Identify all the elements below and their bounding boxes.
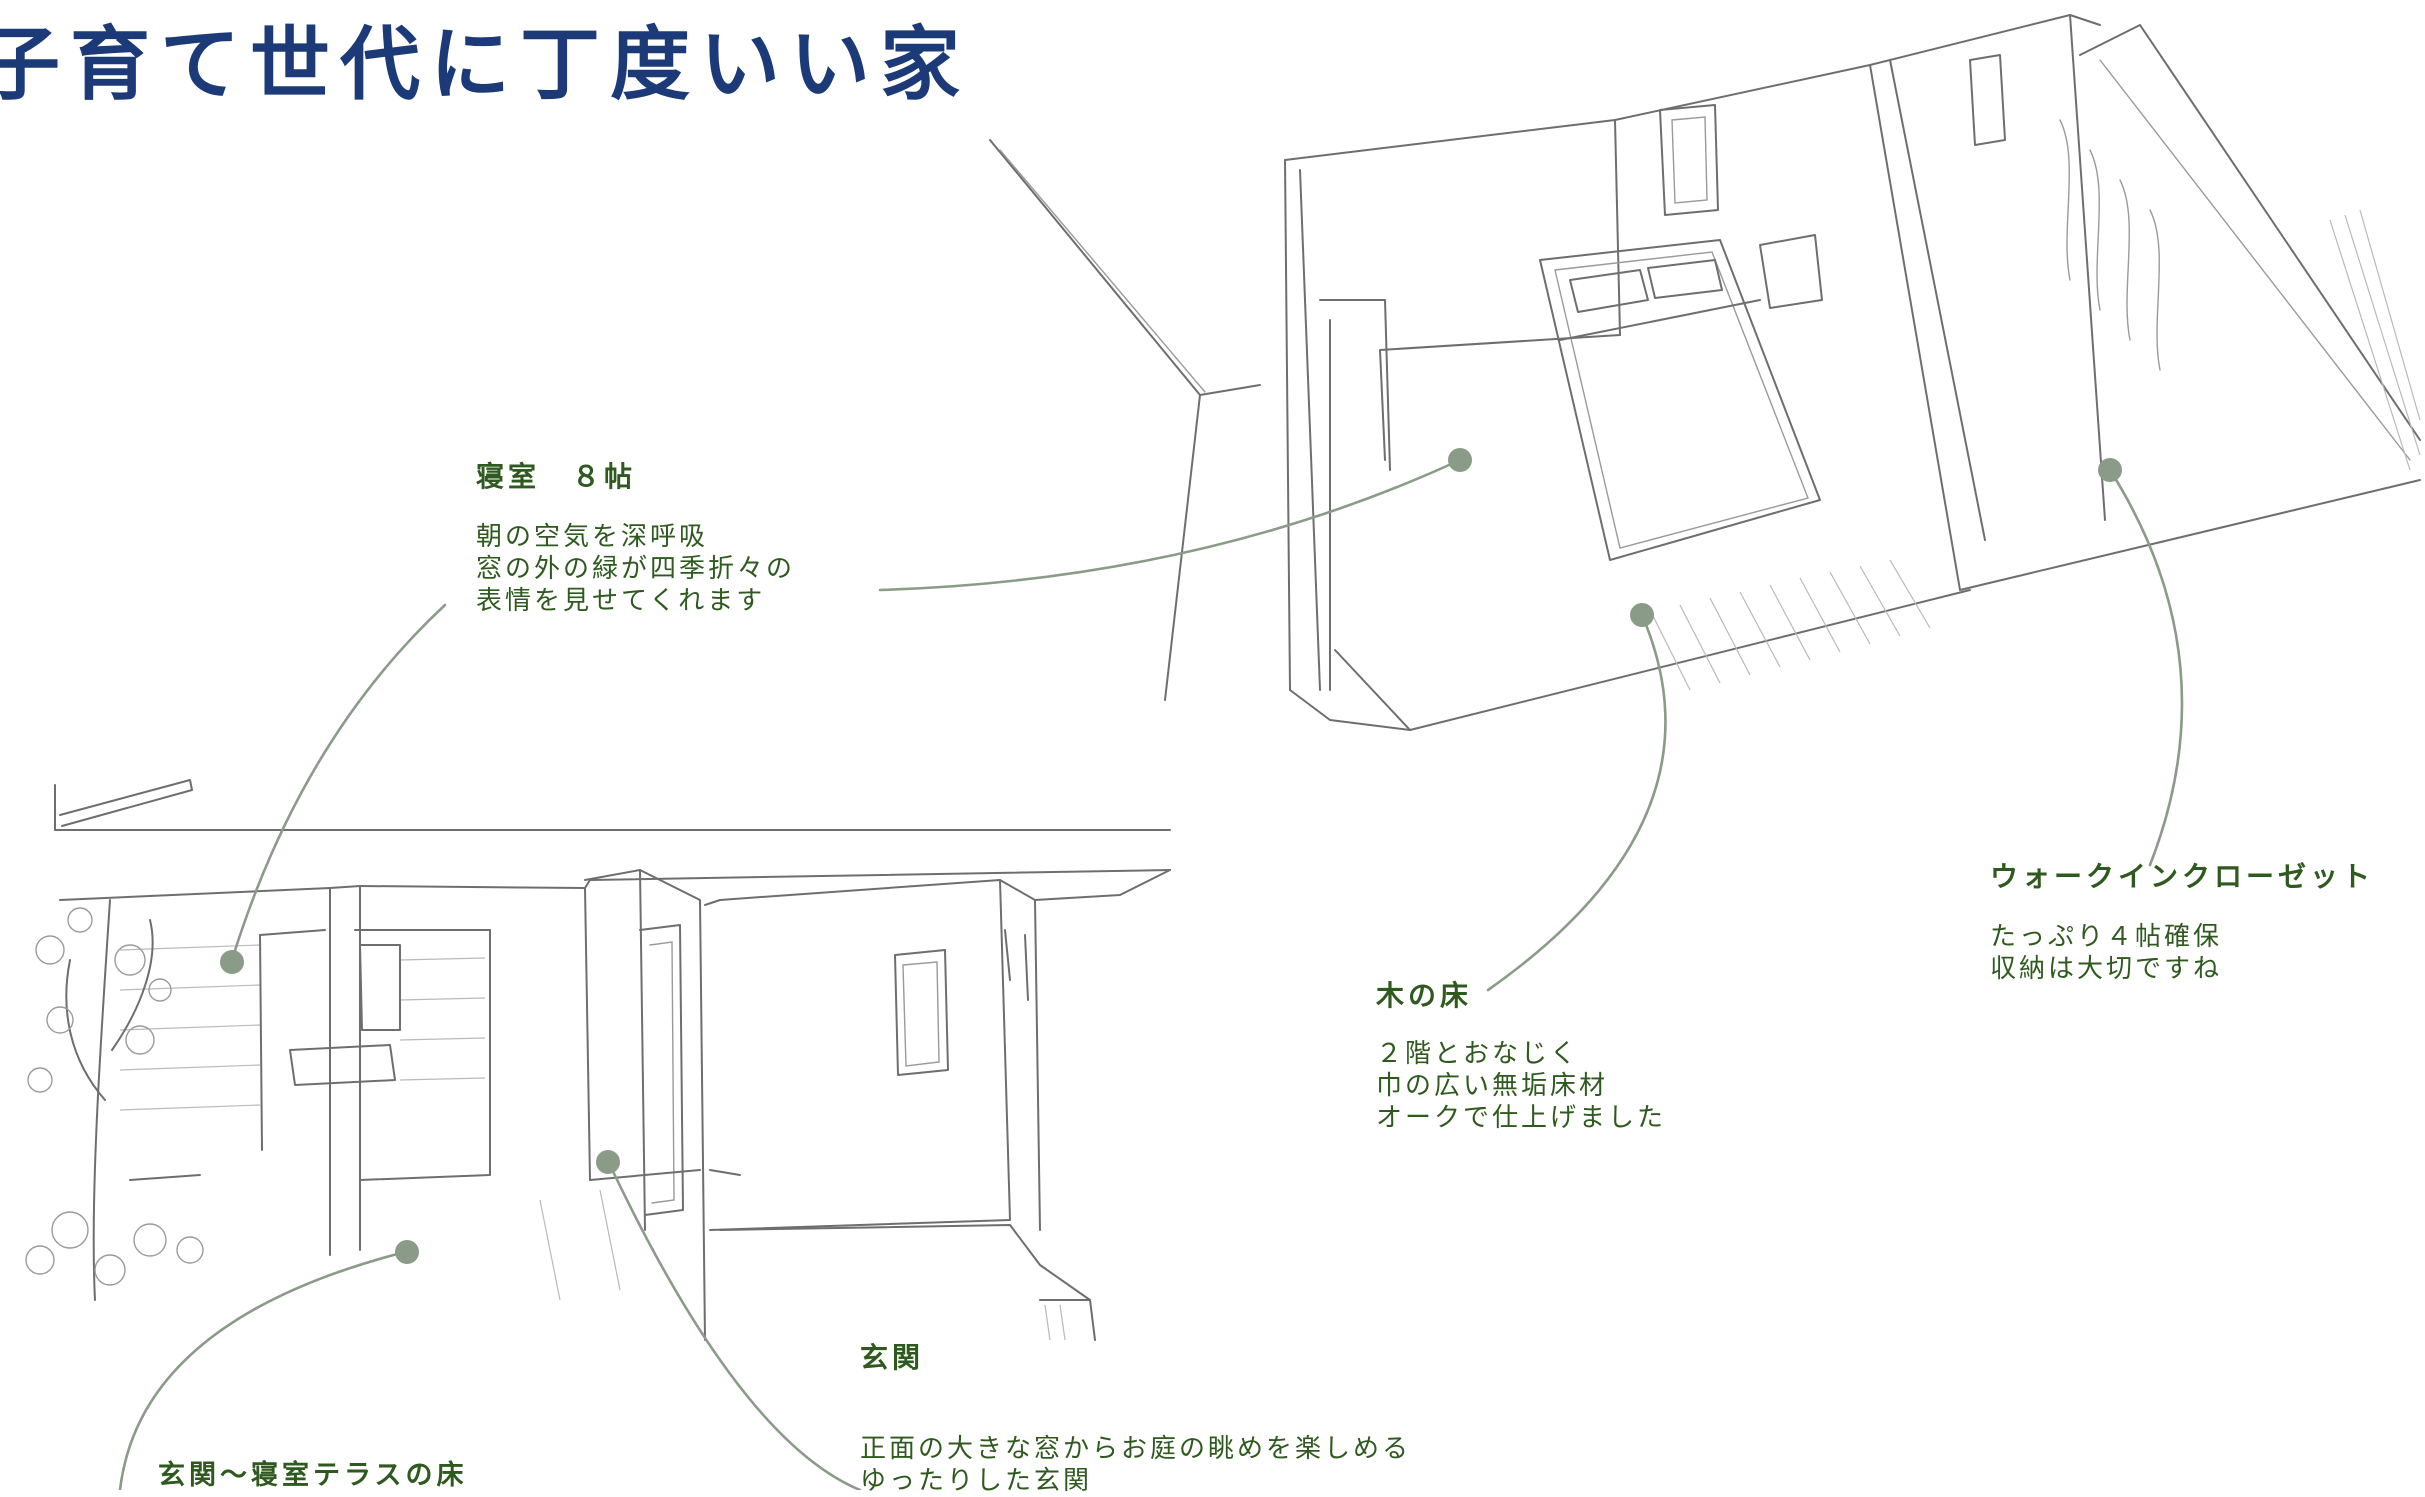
- bedroom-sketch: [989, 14, 2421, 731]
- walkin-description: たっぷり４帖確保 収納は大切ですね: [1990, 921, 2222, 985]
- entrance-label: 玄関: [860, 1341, 925, 1374]
- entrance-sketch: [25, 779, 1171, 1341]
- terrace-label: 玄関～寝室テラスの床: [158, 1460, 468, 1491]
- page-title: 子育て世代に丁度いい家: [0, 18, 970, 111]
- walkin-label: ウォークインクローゼット: [1990, 860, 2375, 893]
- bedroom-marker: [1448, 448, 1472, 472]
- floor-line: オークで仕上げました: [1376, 1103, 1667, 1133]
- bedroom-line: 表情を見せてくれます: [476, 586, 766, 616]
- entrance-line: ゆったりした玄関: [860, 1466, 1093, 1496]
- walkin-line: 収納は大切ですね: [1990, 954, 2223, 984]
- walkin-line: たっぷり４帖確保: [1990, 922, 2223, 952]
- bedroom-line: 朝の空気を深呼吸: [476, 522, 709, 552]
- entrance-marker: [596, 1150, 620, 1174]
- leader-lines: [118, 458, 2184, 1490]
- floor-description: ２階とおなじく 巾の広い無垢床材 オークで仕上げました: [1376, 1038, 1666, 1134]
- marker-dots: [220, 448, 2122, 1264]
- walkin-marker: [2098, 458, 2122, 482]
- floor-line: ２階とおなじく: [1376, 1039, 1580, 1069]
- floor-marker: [1630, 603, 1654, 627]
- bedroom-description: 朝の空気を深呼吸 窓の外の緑が四季折々の 表情を見せてくれます: [476, 521, 795, 617]
- terrace-floor-marker: [395, 1240, 419, 1264]
- floor-label: 木の床: [1376, 979, 1473, 1012]
- floor-line: 巾の広い無垢床材: [1376, 1071, 1609, 1101]
- terrace-bedroom-marker: [220, 950, 244, 974]
- entrance-description: 正面の大きな窓からお庭の眺めを楽しめる ゆったりした玄関: [860, 1433, 1411, 1497]
- bedroom-line: 窓の外の緑が四季折々の: [476, 554, 796, 584]
- entrance-line: 正面の大きな窓からお庭の眺めを楽しめる: [860, 1434, 1412, 1464]
- bedroom-label: 寝室 ８帖: [476, 460, 637, 493]
